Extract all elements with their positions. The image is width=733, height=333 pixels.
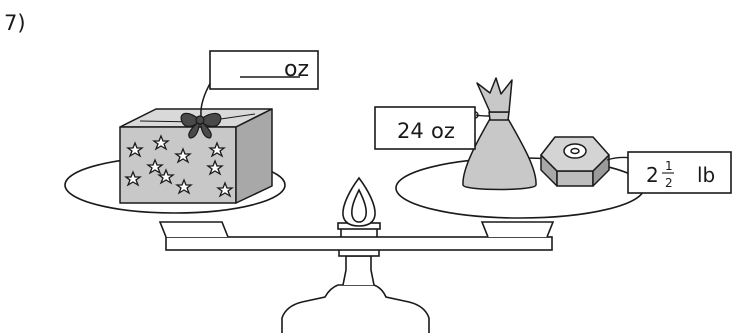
left-tag-unit: oz xyxy=(284,57,309,82)
weight-tag-denominator: 2 xyxy=(665,176,673,190)
bow-icon xyxy=(180,112,222,139)
sack-tag-string xyxy=(475,114,491,117)
scale-beam xyxy=(158,221,555,251)
sack-tag-unit: oz xyxy=(431,119,455,143)
weight-tag-unit: lb xyxy=(697,163,715,187)
weight-tag-numerator: 1 xyxy=(665,159,673,173)
problem-number: 7) xyxy=(4,11,26,35)
star-icon xyxy=(208,141,226,158)
star-icon xyxy=(124,170,142,187)
hexagon-weight-tag: 2 1 2 lb xyxy=(627,151,732,194)
star-icon xyxy=(174,147,192,164)
star-icon xyxy=(157,168,175,185)
left-weight-tag: oz xyxy=(209,50,319,90)
star-icon xyxy=(152,134,170,151)
sack xyxy=(462,77,537,191)
hexagon-weight-icon xyxy=(540,136,610,187)
weight-tag-whole: 2 xyxy=(646,163,659,187)
star-icon xyxy=(216,181,234,198)
fulcrum-pointer xyxy=(342,176,376,227)
star-icon xyxy=(126,141,144,158)
gift-box xyxy=(119,108,273,204)
star-icon xyxy=(146,158,164,175)
stand-neck xyxy=(342,255,375,286)
sack-tag-value: 24 xyxy=(397,119,424,143)
star-icon xyxy=(206,159,224,176)
scale-stand xyxy=(281,222,430,333)
star-icon xyxy=(175,178,193,195)
star-icons xyxy=(124,134,234,198)
sack-weight-tag: 24 oz xyxy=(374,106,476,150)
stand-base xyxy=(281,284,430,333)
